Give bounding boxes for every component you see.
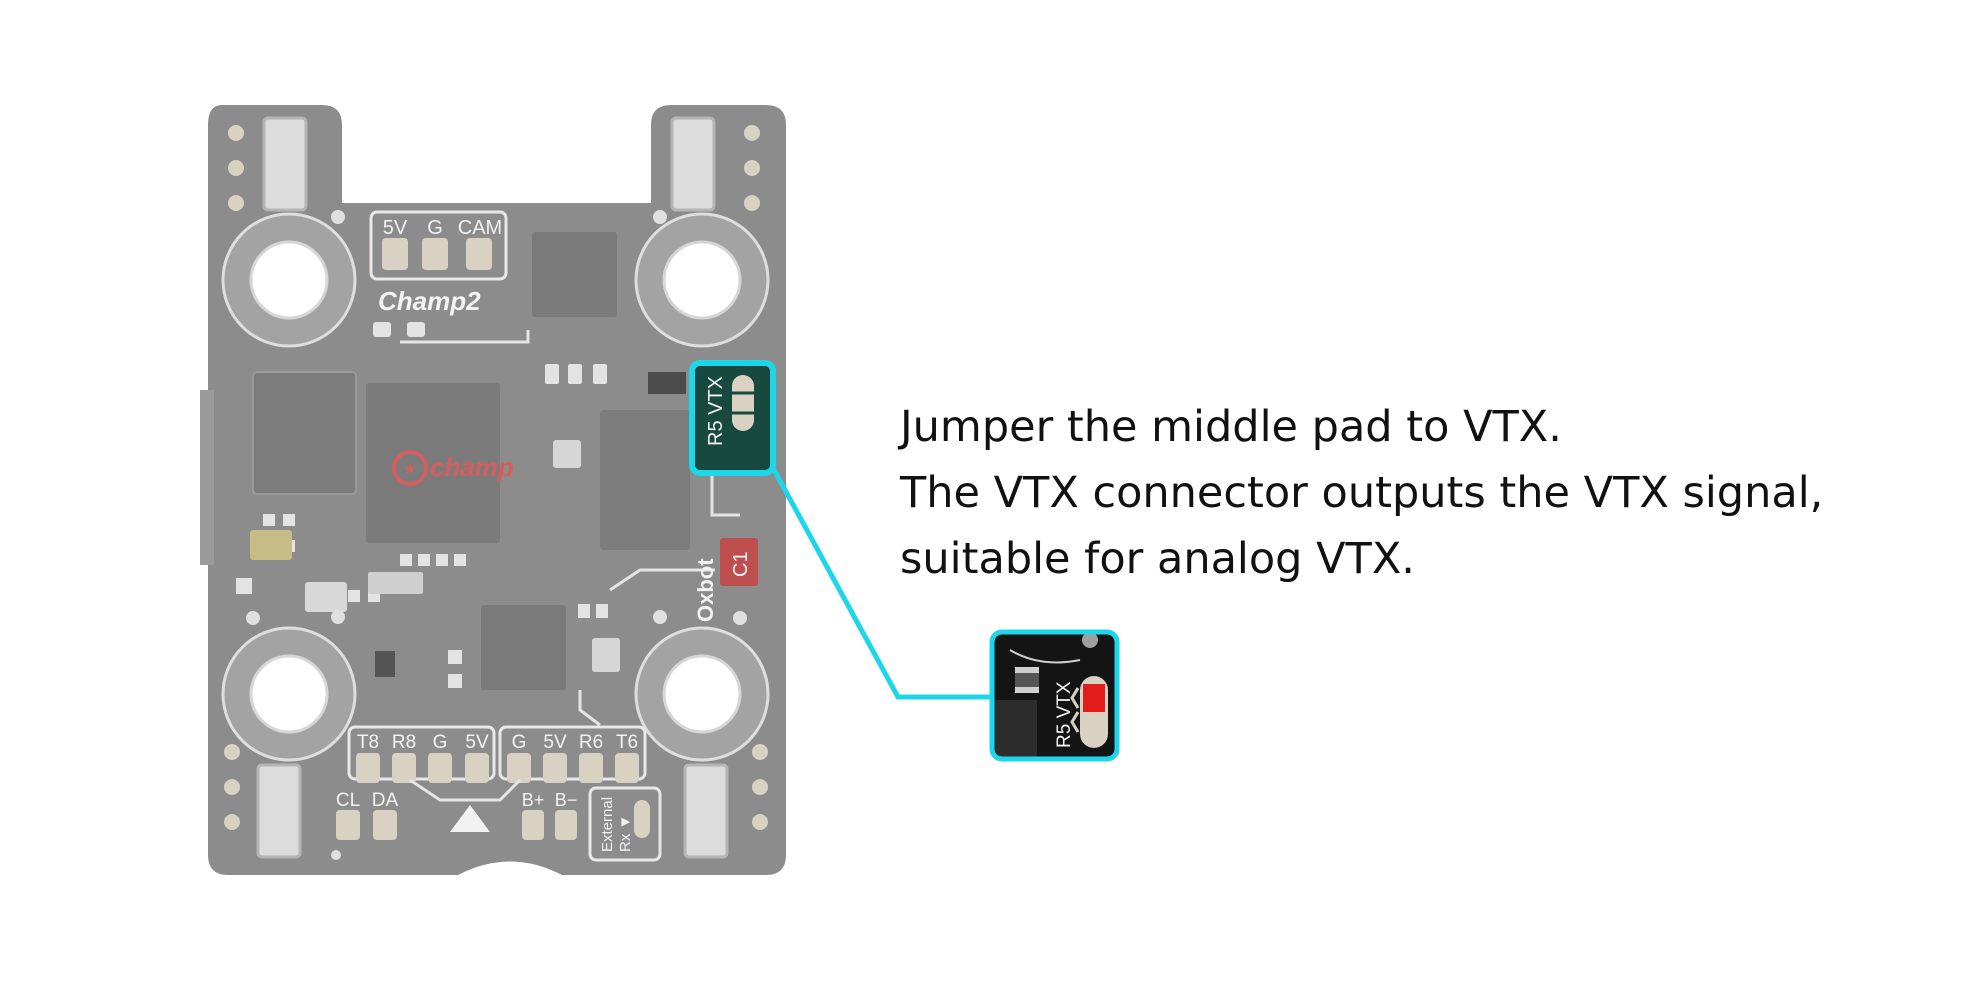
- ext-rx-jumper: [634, 800, 650, 838]
- motor-connector: [670, 116, 716, 212]
- orientation-arrow-icon: [450, 805, 490, 832]
- pad-batt-minus: [555, 810, 577, 840]
- pad-label-g2: G: [433, 732, 448, 753]
- ext-rx-label-2: Rx ▼: [617, 815, 634, 852]
- logo-text: champ: [430, 452, 514, 482]
- pad-label-r8: R8: [392, 732, 416, 753]
- chip: [481, 605, 566, 690]
- pad-label-r6: R6: [579, 732, 603, 753]
- pad-label-t6: T6: [616, 732, 638, 753]
- jumper-highlight: R5 VTX: [689, 360, 776, 476]
- pad-da: [373, 810, 397, 840]
- chip: [600, 410, 690, 550]
- jumper-bridge: [1083, 684, 1105, 712]
- chip: [252, 371, 357, 495]
- pad-5v: [382, 238, 408, 270]
- pad-g-right: [507, 753, 531, 783]
- pad-label-t8: T8: [357, 732, 379, 753]
- zoom-jumper-label: R5 VTX: [1054, 681, 1075, 748]
- pad-g: [422, 238, 448, 270]
- pad-r6: [579, 753, 603, 783]
- ext-rx-label-1: External: [599, 797, 616, 852]
- svg-text:★: ★: [403, 459, 417, 478]
- mount-hole: [634, 626, 770, 762]
- pad-label-5v2: 5V: [465, 732, 489, 753]
- pad-5v-bottom: [465, 753, 489, 783]
- pad-label-bminus: B−: [555, 790, 578, 810]
- champ-logo-icon: ★ champ: [392, 450, 514, 486]
- mount-hole: [221, 626, 357, 762]
- pad-label-cl: CL: [336, 790, 360, 811]
- pad-label-5v: 5V: [383, 217, 408, 239]
- pad-g-bottom: [428, 753, 452, 783]
- pad-label-cam: CAM: [458, 217, 502, 239]
- pad-label-5v3: 5V: [543, 732, 567, 753]
- callout-line: [770, 466, 995, 700]
- pad-cl: [336, 810, 360, 840]
- motor-connector: [256, 763, 302, 859]
- motor-connector: [683, 763, 729, 859]
- pad-label-da: DA: [372, 790, 399, 811]
- pad-cam: [466, 238, 492, 270]
- pad-r8: [392, 753, 416, 783]
- instruction-line: The VTX connector outputs the VTX signal…: [900, 468, 1824, 518]
- brand-side-label: Oxbot: [693, 558, 718, 622]
- instruction-line: suitable for analog VTX.: [900, 534, 1415, 584]
- pad-label-g: G: [427, 217, 443, 239]
- mcu-chip: [366, 383, 500, 543]
- instruction-line: Jumper the middle pad to VTX.: [900, 402, 1562, 452]
- mount-hole: [634, 212, 770, 348]
- zoom-detail-inset: R5 VTX: [989, 629, 1120, 762]
- motor-connector: [262, 116, 308, 212]
- edge-pads: [224, 125, 768, 830]
- pad-t6: [615, 753, 639, 783]
- capacitor-c1: [720, 538, 758, 586]
- pad-label-bplus: B+: [522, 790, 545, 810]
- pad-t8: [356, 753, 380, 783]
- pad-batt-plus: [522, 810, 544, 840]
- flight-controller-board: 5V G CAM Champ2 ★ champ: [200, 105, 786, 875]
- pad-label-g3: G: [512, 732, 527, 753]
- pad-5v-right: [543, 753, 567, 783]
- mount-hole: [221, 212, 357, 348]
- instruction-text: Jumper the middle pad to VTX. The VTX co…: [900, 394, 1940, 592]
- jumper-label: R5 VTX: [705, 376, 727, 446]
- capacitor-label: C1: [730, 551, 752, 577]
- chip: [532, 232, 617, 317]
- model-name: Champ2: [378, 286, 481, 316]
